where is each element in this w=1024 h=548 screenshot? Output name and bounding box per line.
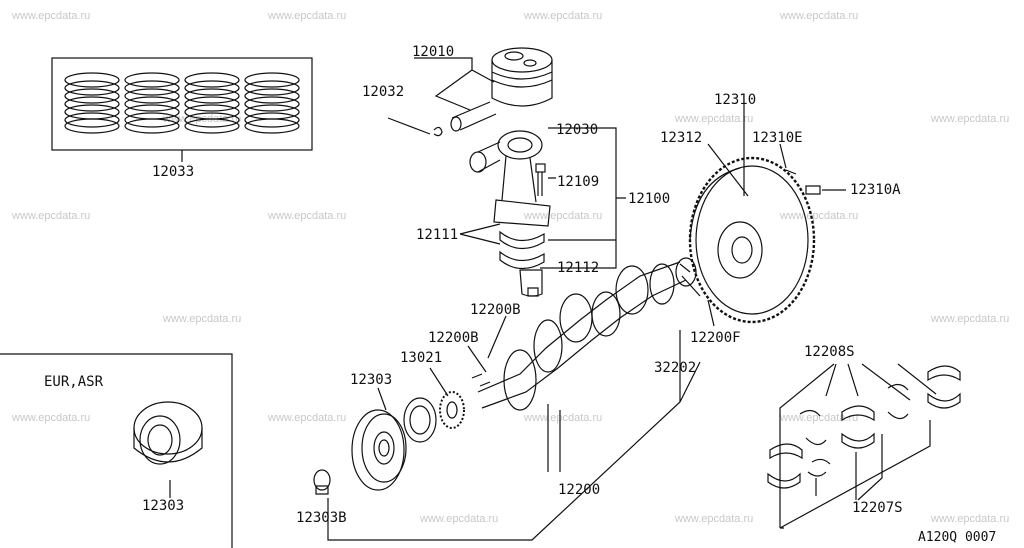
part-label: 12033 (152, 164, 195, 180)
connecting-rod-icon (469, 130, 551, 227)
part-label: 12303 (142, 498, 185, 514)
part-label: 32202 (654, 360, 697, 376)
spacer-icon (403, 397, 437, 443)
piston-icon (491, 47, 553, 107)
part-label: 12310E (752, 130, 803, 146)
flywheel-bolt-icon (785, 169, 821, 195)
watermark: www.epcdata.ru (524, 210, 603, 222)
piston-ring-box (51, 57, 313, 151)
rod-nut-icon (527, 287, 539, 297)
part-label: 12112 (557, 260, 600, 276)
part-label: 12111 (416, 227, 459, 243)
watermark: www.epcdata.ru (931, 513, 1010, 525)
woodruff-key-icon (471, 373, 491, 387)
part-label: 12200B (428, 330, 479, 346)
snap-ring-icon (433, 126, 443, 137)
watermark: www.epcdata.ru (931, 113, 1010, 125)
inset-frame (0, 353, 233, 548)
part-label: 12303B (296, 510, 347, 526)
pulley-bolt-icon (313, 469, 331, 495)
part-label: 12109 (557, 174, 600, 190)
watermark: www.epcdata.ru (268, 210, 347, 222)
piston-pin-icon (450, 101, 497, 132)
part-label: 12200 (558, 482, 601, 498)
damper-pulley-icon (133, 401, 203, 465)
piston-ring-set-icon (64, 72, 300, 134)
rod-cap-icon (519, 269, 543, 297)
part-label: 12310A (850, 182, 901, 198)
watermark: www.epcdata.ru (268, 10, 347, 22)
diagram-code: A120Q 0007 (918, 530, 997, 545)
part-label: 12303 (350, 372, 393, 388)
part-label: 12312 (660, 130, 703, 146)
rod-bearing-icon (499, 230, 545, 270)
watermark: www.epcdata.ru (780, 210, 859, 222)
watermark: www.epcdata.ru (12, 210, 91, 222)
part-label: 12200F (690, 330, 741, 346)
watermark: www.epcdata.ru (780, 10, 859, 22)
main-bearing-icon (767, 365, 961, 489)
crank-pulley-icon (351, 409, 407, 491)
watermark: www.epcdata.ru (268, 412, 347, 424)
crankshaft-icon (477, 257, 697, 411)
watermark: www.epcdata.ru (524, 412, 603, 424)
part-label: 13021 (400, 350, 443, 366)
part-label: 12208S (804, 344, 855, 360)
watermark: www.epcdata.ru (675, 513, 754, 525)
watermark: www.epcdata.ru (931, 313, 1010, 325)
inset-title: EUR,ASR (44, 374, 104, 390)
watermark: www.epcdata.ru (12, 412, 91, 424)
part-label: 12310 (714, 92, 757, 108)
flywheel-icon (688, 156, 816, 324)
part-label: 12207S (852, 500, 903, 516)
watermark: www.epcdata.ru (420, 513, 499, 525)
part-label: 12200B (470, 302, 521, 318)
watermark: www.epcdata.ru (524, 10, 603, 22)
watermark: www.epcdata.ru (780, 412, 859, 424)
watermark: www.epcdata.ru (12, 10, 91, 22)
part-label: 12100 (628, 191, 671, 207)
part-label: 12010 (412, 44, 455, 60)
part-label: 12032 (362, 84, 405, 100)
watermark: www.epcdata.ru (163, 313, 242, 325)
watermark: www.epcdata.ru (675, 113, 754, 125)
crank-sprocket-icon (439, 391, 465, 429)
part-label: 12030 (556, 122, 599, 138)
